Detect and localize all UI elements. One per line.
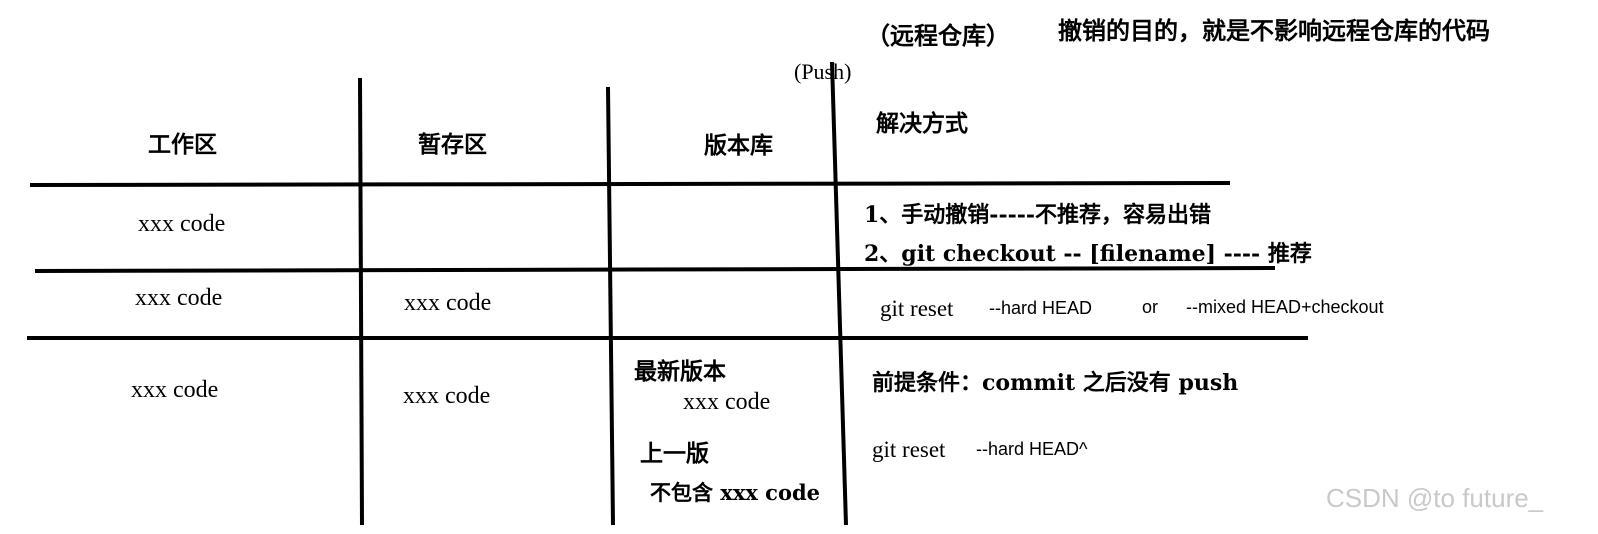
row3-staging-code: xxx code — [403, 383, 491, 409]
row3-repo-prev-desc: 不包含 xxx code — [650, 480, 821, 505]
remote-repo-label: （远程仓库） — [866, 21, 1010, 50]
row3-precondition: 前提条件：commit 之后没有 push — [872, 370, 1239, 396]
purpose-note: 撤销的目的，就是不影响远程仓库的代码 — [1058, 16, 1490, 45]
row3-repo-latest-code: xxx code — [683, 389, 771, 415]
row3-workspace-code: xxx code — [131, 377, 219, 403]
column-header-staging: 暂存区 — [418, 131, 487, 158]
row3-repo-latest-label: 最新版本 — [634, 358, 726, 385]
row2-workspace-code: xxx code — [135, 285, 223, 311]
row2-solution-or: or — [1142, 297, 1159, 317]
row2-solution-mixed-head: --mixed HEAD+checkout — [1186, 297, 1384, 317]
column-header-repository: 版本库 — [704, 132, 773, 159]
row3-repo-prev-label: 上一版 — [640, 440, 709, 467]
col3-divider-line — [830, 61, 848, 526]
row1-solution-manual: 1、手动撤销-----不推荐，容易出错 — [864, 202, 1211, 228]
row2-staging-code: xxx code — [404, 290, 492, 316]
column-header-workspace: 工作区 — [148, 131, 217, 158]
column-header-solution: 解决方式 — [876, 110, 968, 137]
col1-divider-line — [358, 77, 364, 526]
row2-solution-git-reset: git reset — [880, 296, 954, 321]
row1-divider-line — [34, 266, 1276, 273]
push-label: (Push) — [794, 59, 852, 84]
row3-cmd-git-reset: git reset — [872, 437, 946, 462]
header-divider-line — [29, 181, 1231, 187]
csdn-watermark: CSDN @to future_ — [1326, 483, 1544, 513]
col2-divider-line — [606, 86, 615, 526]
row1-workspace-code: xxx code — [138, 211, 226, 237]
row2-solution-hard-head: --hard HEAD — [989, 298, 1093, 318]
row1-solution-checkout: 2、git checkout -- [filename] ---- 推荐 — [864, 241, 1312, 267]
row3-cmd-args: --hard HEAD^ — [976, 439, 1088, 459]
